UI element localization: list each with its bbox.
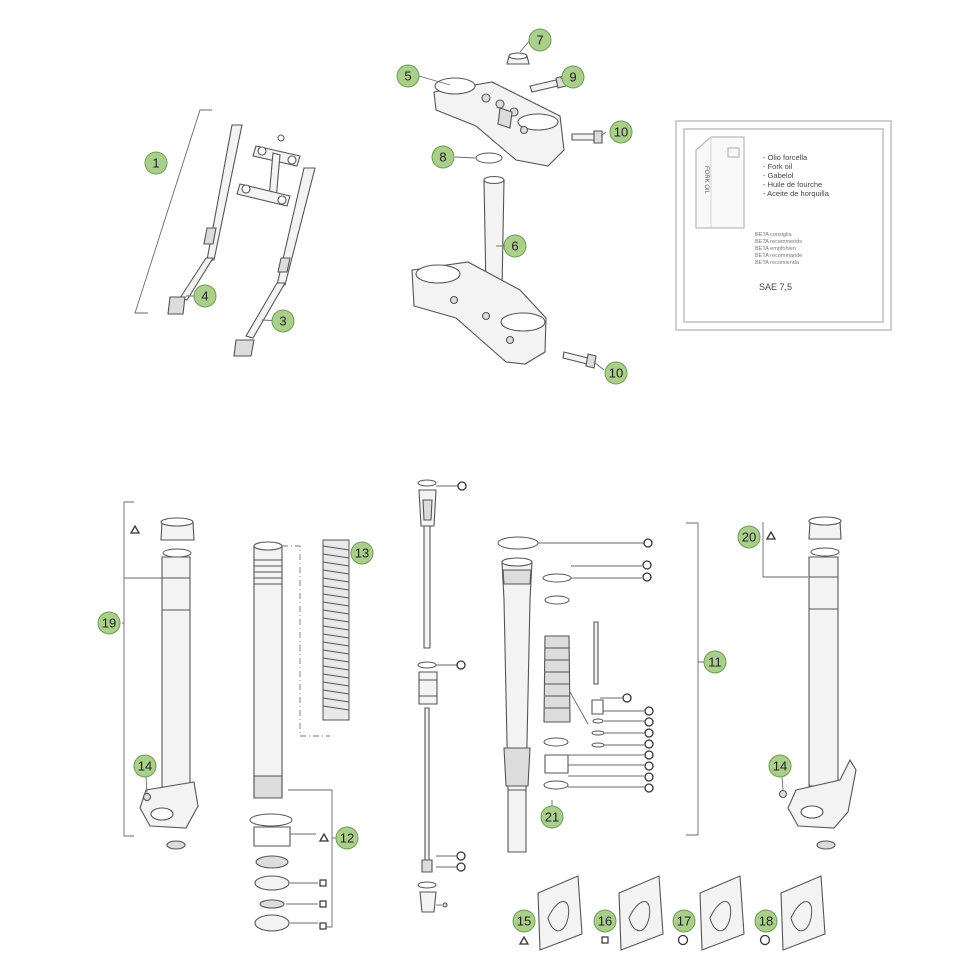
circle-marker (456, 862, 466, 872)
oil-recommend-fr: BETA recommande (755, 253, 802, 259)
svg-text:1: 1 (152, 156, 159, 171)
circle-marker (456, 660, 466, 670)
oil-name-de: - Gabelol (763, 171, 794, 180)
callout-10-upper: 10 (609, 120, 633, 144)
oil-recommend-de: BETA empfohlen (755, 246, 796, 252)
callout-15: 15 (512, 909, 536, 933)
svg-text:18: 18 (759, 914, 773, 929)
callout-7: 7 (528, 28, 552, 52)
circle-marker (644, 761, 654, 771)
oil-bag-15 (537, 875, 583, 951)
outer-tube-left-group (122, 501, 199, 850)
oil-grade: SAE 7,5 (759, 282, 792, 292)
square-marker (601, 936, 609, 944)
callout-badges: 1 4 3 7 5 9 10 8 6 10 13 19 14 12 21 20 … (97, 28, 792, 933)
callout-6: 6 (503, 234, 527, 258)
oil-name-fr: - Huile de fourche (763, 180, 822, 189)
circle-marker (456, 851, 466, 861)
callout-8: 8 (431, 145, 455, 169)
oil-recommend-it: BETA consiglia (755, 232, 793, 238)
triangle-marker (765, 530, 777, 540)
fork-oil-panel: FORK OIL - Olio forcella - Fork oil - Ga… (675, 120, 892, 331)
square-marker (319, 900, 327, 908)
svg-text:14: 14 (773, 759, 787, 774)
svg-text:21: 21 (545, 810, 559, 825)
oil-can-label: FORK OIL (703, 166, 709, 195)
svg-text:4: 4 (201, 289, 208, 304)
svg-text:6: 6 (511, 239, 518, 254)
circle-marker (642, 560, 652, 570)
callout-18: 18 (754, 909, 778, 933)
circle-marker (677, 934, 689, 946)
oil-bag-16 (618, 875, 664, 951)
callout-12: 12 (335, 826, 359, 850)
callout-14-left: 14 (133, 754, 157, 778)
svg-text:16: 16 (598, 914, 612, 929)
callout-21: 21 (540, 805, 564, 829)
callout-11: 11 (703, 650, 727, 674)
svg-text:20: 20 (742, 530, 756, 545)
outer-tube-right-group (686, 516, 857, 850)
square-marker (319, 922, 327, 930)
circle-marker (644, 706, 654, 716)
svg-text:12: 12 (340, 831, 354, 846)
svg-text:8: 8 (439, 150, 446, 165)
callout-19: 19 (97, 611, 121, 635)
callout-13: 13 (350, 541, 374, 565)
triple-clamp-group (411, 39, 607, 371)
circle-marker (644, 728, 654, 738)
oil-name-en: - Fork oil (763, 162, 793, 171)
fork-spring (322, 539, 350, 721)
damper-cartridge-group (497, 536, 644, 853)
callout-5: 5 (396, 64, 420, 88)
svg-text:19: 19 (102, 616, 116, 631)
triangle-marker (518, 935, 530, 945)
svg-text:5: 5 (404, 69, 411, 84)
inner-tube-group (249, 539, 350, 932)
callout-9: 9 (561, 65, 585, 89)
svg-text:13: 13 (355, 546, 369, 561)
oil-recommend-es: BETA recomienda (755, 260, 800, 266)
cartridge-rod-group (417, 479, 458, 913)
svg-text:11: 11 (708, 655, 722, 670)
oil-recommend-en: BETA recommends (755, 239, 802, 245)
circle-marker (644, 750, 654, 760)
callout-10-lower: 10 (604, 361, 628, 385)
callout-17: 17 (672, 909, 696, 933)
svg-text:17: 17 (677, 914, 691, 929)
circle-marker (622, 693, 632, 703)
triangle-marker (129, 524, 141, 534)
circle-marker (644, 783, 654, 793)
triangle-marker (318, 832, 330, 842)
oil-name-es: - Aceite de horquilla (763, 189, 830, 198)
fork-assembly-group (134, 109, 316, 357)
callout-20: 20 (737, 525, 761, 549)
svg-text:10: 10 (609, 366, 623, 381)
svg-text:3: 3 (279, 314, 286, 329)
svg-text:14: 14 (138, 759, 152, 774)
oil-bags-group (537, 875, 826, 951)
circle-marker (643, 538, 653, 548)
oil-name-it: - Olio forcella (763, 153, 808, 162)
oil-bag-17 (699, 875, 745, 951)
circle-marker (759, 934, 771, 946)
svg-text:9: 9 (569, 70, 576, 85)
callout-14-right: 14 (768, 754, 792, 778)
square-marker (319, 879, 327, 887)
callout-3: 3 (271, 309, 295, 333)
svg-text:7: 7 (536, 33, 543, 48)
oil-bag-18 (780, 875, 826, 951)
callout-4: 4 (193, 284, 217, 308)
circle-marker (642, 572, 652, 582)
circle-marker (644, 772, 654, 782)
svg-text:10: 10 (614, 125, 628, 140)
svg-text:15: 15 (517, 914, 531, 929)
circle-marker (644, 739, 654, 749)
circle-marker (457, 481, 467, 491)
circle-marker (644, 717, 654, 727)
marker-symbols (129, 481, 777, 946)
callout-16: 16 (593, 909, 617, 933)
callout-1: 1 (144, 151, 168, 175)
